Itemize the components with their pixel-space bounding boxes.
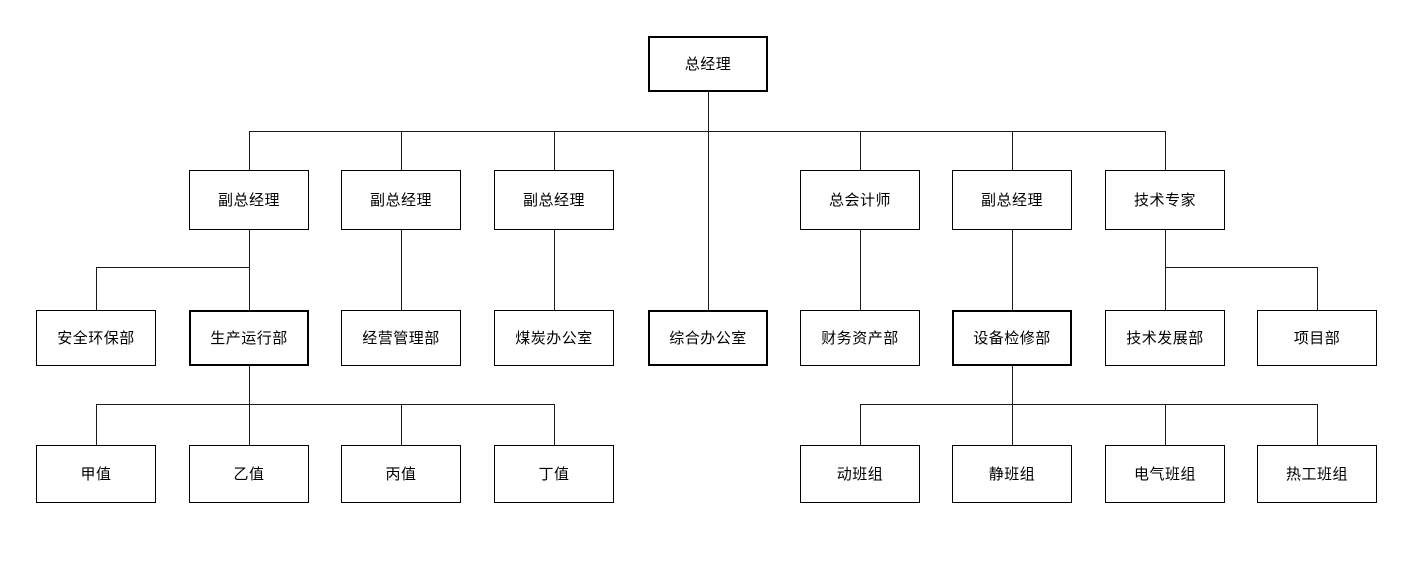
org-node-label: 乙值 bbox=[233, 465, 265, 483]
connector-bus-3-to-n16 bbox=[1317, 267, 1318, 310]
org-node-label: 技术发展部 bbox=[1126, 329, 1204, 347]
org-node-n6[interactable]: 副总经理 bbox=[952, 170, 1072, 230]
connector-bus-2-to-n9 bbox=[249, 267, 250, 310]
org-node-n14[interactable]: 设备检修部 bbox=[952, 310, 1072, 366]
org-node-n23[interactable]: 电气班组 bbox=[1105, 445, 1225, 503]
connector-bus-3-to-n15 bbox=[1165, 267, 1166, 310]
connector-bus-1-to-n3 bbox=[401, 131, 402, 170]
connector-bus-1-to-n5 bbox=[860, 131, 861, 170]
connector-n2-to-bus-2 bbox=[249, 230, 250, 267]
org-node-n8[interactable]: 安全环保部 bbox=[36, 310, 156, 366]
org-node-n24[interactable]: 热工班组 bbox=[1257, 445, 1377, 503]
connector-n6-to-n14 bbox=[1012, 230, 1013, 310]
org-node-label: 动班组 bbox=[836, 465, 884, 483]
connector-bus-1-to-n4 bbox=[554, 131, 555, 170]
org-node-label: 热工班组 bbox=[1285, 465, 1348, 483]
connector-n1-to-n12 bbox=[708, 92, 709, 310]
org-node-label: 总经理 bbox=[684, 55, 732, 73]
connector-bus-5-to-n22 bbox=[1012, 404, 1013, 445]
org-node-label: 经营管理部 bbox=[362, 329, 440, 347]
connector-bus-5-to-n24 bbox=[1317, 404, 1318, 445]
connector-n7-to-bus-3 bbox=[1165, 230, 1166, 267]
connector-bus-5-to-n21 bbox=[860, 404, 861, 445]
connector-bus-4-to-n17 bbox=[96, 404, 97, 445]
org-node-label: 丁值 bbox=[538, 465, 570, 483]
org-node-n10[interactable]: 经营管理部 bbox=[341, 310, 461, 366]
org-node-n18[interactable]: 乙值 bbox=[189, 445, 309, 503]
org-node-n2[interactable]: 副总经理 bbox=[189, 170, 309, 230]
connector-bus-1-to-n6 bbox=[1012, 131, 1013, 170]
org-node-n15[interactable]: 技术发展部 bbox=[1105, 310, 1225, 366]
org-node-label: 安全环保部 bbox=[57, 329, 135, 347]
connector-bus-4-to-n18 bbox=[249, 404, 250, 445]
org-node-n11[interactable]: 煤炭办公室 bbox=[494, 310, 614, 366]
org-node-n7[interactable]: 技术专家 bbox=[1105, 170, 1225, 230]
org-node-n4[interactable]: 副总经理 bbox=[494, 170, 614, 230]
org-node-label: 设备检修部 bbox=[973, 329, 1051, 347]
org-node-n12[interactable]: 综合办公室 bbox=[648, 310, 768, 366]
connector-bus-4-to-n20 bbox=[554, 404, 555, 445]
connector-n3-to-n10 bbox=[401, 230, 402, 310]
connector-n14-to-bus-5 bbox=[1012, 366, 1013, 404]
org-node-label: 项目部 bbox=[1293, 329, 1341, 347]
connector-n5-to-n13 bbox=[860, 230, 861, 310]
org-node-label: 甲值 bbox=[80, 465, 112, 483]
org-node-label: 生产运行部 bbox=[210, 329, 288, 347]
org-node-n5[interactable]: 总会计师 bbox=[800, 170, 920, 230]
org-node-n1[interactable]: 总经理 bbox=[648, 36, 768, 92]
org-node-n13[interactable]: 财务资产部 bbox=[800, 310, 920, 366]
org-node-label: 总会计师 bbox=[828, 191, 891, 209]
org-node-label: 副总经理 bbox=[980, 191, 1043, 209]
org-node-n16[interactable]: 项目部 bbox=[1257, 310, 1377, 366]
org-node-n20[interactable]: 丁值 bbox=[494, 445, 614, 503]
connector-bus-1-to-n2 bbox=[249, 131, 250, 170]
connector-bus-5-to-bus-5 bbox=[860, 404, 1317, 405]
org-node-n17[interactable]: 甲值 bbox=[36, 445, 156, 503]
org-node-label: 副总经理 bbox=[369, 191, 432, 209]
connector-bus-4-to-n19 bbox=[401, 404, 402, 445]
org-node-label: 静班组 bbox=[988, 465, 1036, 483]
org-node-label: 综合办公室 bbox=[669, 329, 747, 347]
org-node-n9[interactable]: 生产运行部 bbox=[189, 310, 309, 366]
org-node-label: 副总经理 bbox=[217, 191, 280, 209]
connector-bus-1-to-n7 bbox=[1165, 131, 1166, 170]
org-node-label: 技术专家 bbox=[1133, 191, 1196, 209]
org-node-n21[interactable]: 动班组 bbox=[800, 445, 920, 503]
org-node-label: 财务资产部 bbox=[821, 329, 899, 347]
connector-n9-to-bus-4 bbox=[249, 366, 250, 404]
org-node-n22[interactable]: 静班组 bbox=[952, 445, 1072, 503]
connector-bus-5-to-n23 bbox=[1165, 404, 1166, 445]
org-node-label: 副总经理 bbox=[522, 191, 585, 209]
connector-bus-1-to-bus-1 bbox=[249, 131, 1165, 132]
org-node-label: 丙值 bbox=[385, 465, 417, 483]
connector-bus-2-to-bus-2 bbox=[96, 267, 249, 268]
connector-bus-2-to-n8 bbox=[96, 267, 97, 310]
connector-bus-4-to-bus-4 bbox=[96, 404, 555, 405]
org-node-label: 电气班组 bbox=[1133, 465, 1196, 483]
connector-n4-to-n11 bbox=[554, 230, 555, 310]
org-node-n19[interactable]: 丙值 bbox=[341, 445, 461, 503]
org-node-label: 煤炭办公室 bbox=[515, 329, 593, 347]
org-node-n3[interactable]: 副总经理 bbox=[341, 170, 461, 230]
connector-bus-3-to-bus-3 bbox=[1165, 267, 1317, 268]
